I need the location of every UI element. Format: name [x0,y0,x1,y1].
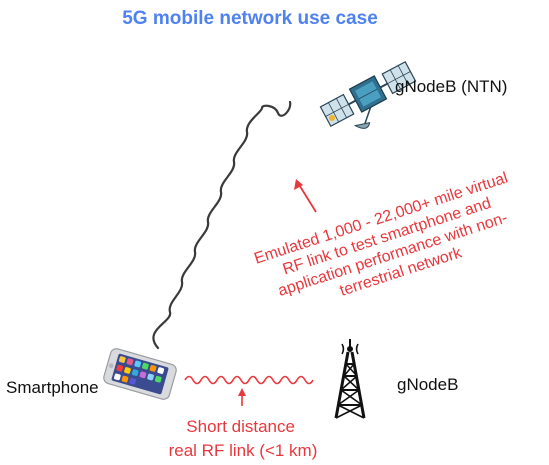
satellite-icon [319,60,417,129]
diagram-title: 5G mobile network use case [122,8,378,29]
ntn-label: gNodeB (NTN) [395,77,507,96]
short-link-note: Short distance real RF link (<1 km) [169,417,318,460]
short-note-line: real RF link (<1 km) [169,441,318,460]
smartphone-icon [103,348,177,400]
cell-tower-icon [334,339,366,419]
smartphone-label: Smartphone [6,378,99,397]
virtual-link-arrow [294,179,317,213]
short-link-arrow [238,388,246,406]
virtual-rf-link-wave [152,100,292,350]
gnodeb-label: gNodeB [397,375,458,394]
emulated-link-note: Emulated 1,000 - 22,000+ mile virtual RF… [252,168,532,322]
real-rf-link-wave [184,375,314,385]
short-note-line: Short distance [186,417,295,436]
